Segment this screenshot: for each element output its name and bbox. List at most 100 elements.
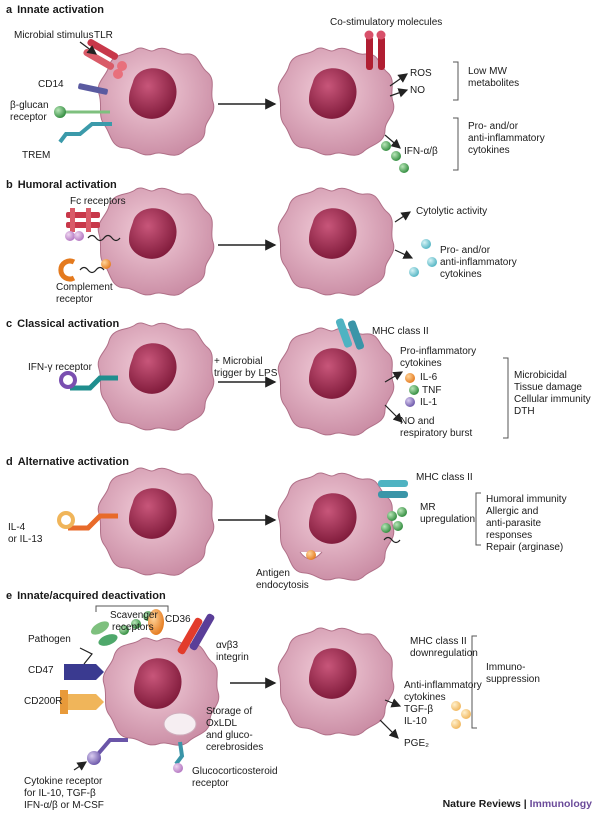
outcome-label: Tissue damage: [514, 382, 582, 393]
beta-glucan-label: β-glucan: [10, 100, 49, 111]
outcome-label: Cellular immunity: [514, 394, 591, 405]
costimulatory-molecules-icon: [364, 30, 386, 70]
fc-receptors-label: Fc receptors: [70, 196, 126, 207]
immunosuppression-label: Immuno-: [486, 662, 526, 673]
mhc-class-ii-icon: [378, 480, 408, 498]
cytokine-receptor-icon: [87, 738, 128, 765]
cytokine-arrow: [384, 371, 404, 383]
low-mw-label: metabolites: [468, 78, 520, 89]
storage-label: cerebrosides: [206, 742, 264, 753]
cytolytic-arrow: [394, 211, 411, 223]
outcome-label: Repair (arginase): [486, 542, 564, 553]
integrin-icon: [177, 613, 215, 655]
glucocorticoid-receptor-label: Glucocorticosteroid: [192, 766, 278, 777]
ifn-arrow: [384, 134, 401, 149]
il1-molecule-icon: [405, 397, 415, 407]
cytokines-label: anti-inflammatory: [468, 133, 545, 144]
outcome-label: Humoral immunity: [486, 494, 567, 505]
no-burst-label: respiratory burst: [400, 428, 473, 439]
integrin-label: αvβ3: [216, 640, 239, 651]
credit-separator: |: [520, 798, 530, 810]
storage-label: and gluco-: [206, 730, 253, 741]
anti-inflammatory-arrow: [384, 698, 402, 708]
ifn-molecules-icon: [381, 141, 409, 173]
costimulatory-label: Co-stimulatory molecules: [330, 17, 443, 28]
cytokine-arrow: [394, 249, 414, 259]
panel-letter: c: [6, 318, 13, 330]
mhc-class-ii-icon: [335, 318, 365, 350]
antigen-endocytosis-label: Antigen: [256, 568, 290, 579]
mhc-class-ii-label: MHC class II: [416, 472, 473, 483]
lps-trigger-label: trigger by LPS: [214, 368, 278, 379]
storage-vesicle-icon: [163, 712, 197, 736]
activated-macrophage-cell: [277, 327, 395, 436]
il1-label: IL-1: [420, 397, 438, 408]
cd200r-label: CD200R: [24, 696, 63, 707]
outcome-label: Microbicidal: [514, 370, 567, 381]
tgf-beta-label: TGF-β: [404, 704, 434, 715]
fc-receptors-icon: [65, 208, 121, 242]
panel-c-heading: c Classical activation: [6, 318, 119, 330]
il6-molecule-icon: [405, 373, 415, 383]
macrophage-cell: [102, 637, 220, 746]
complement-receptor-label: Complement: [56, 282, 113, 293]
scavenger-bracket: [95, 605, 169, 612]
mr-upregulation-label: MR: [420, 502, 436, 513]
tlr-label: TLR: [94, 30, 113, 41]
storage-label: OxLDL: [206, 718, 238, 729]
cytokines-label: cytokines: [440, 269, 482, 280]
scavenger-receptors-label: receptors: [112, 622, 154, 633]
cytokines-label: Pro- and/or: [440, 245, 491, 256]
no-burst-label: NO and: [400, 416, 435, 427]
panel-e-graphics: [60, 605, 477, 773]
tnf-label: TNF: [422, 385, 442, 396]
il4-label: IL-4: [8, 522, 26, 533]
journal-name: Nature Reviews: [442, 798, 521, 810]
cd200r-icon: [60, 690, 104, 714]
panel-title: Classical activation: [17, 318, 120, 330]
cytokine-receptor-arrow: [73, 761, 87, 771]
panel-letter: a: [6, 4, 13, 16]
cytokines-bracket: [453, 117, 459, 171]
cytokines-label: Pro- and/or: [468, 121, 519, 132]
il10-label: IL-10: [404, 716, 427, 727]
complement-receptor-icon: [58, 258, 111, 282]
panel-d-graphics: [57, 467, 481, 581]
no-arrow: [389, 88, 409, 98]
pro-inflammatory-label: cytokines: [400, 358, 442, 369]
no-burst-arrow: [384, 404, 403, 423]
cytokine-molecules-icon: [409, 239, 437, 277]
panel-letter: e: [6, 590, 13, 602]
pathogen-label: Pathogen: [28, 634, 71, 645]
activated-macrophage-cell: [277, 472, 395, 581]
panel-title: Humoral activation: [17, 179, 117, 191]
journal-credit: Nature Reviews | Immunology: [443, 798, 592, 810]
immunosuppression-bracket: [471, 635, 477, 729]
ros-label: ROS: [410, 68, 432, 79]
ifn-gamma-receptor-label: IFN-γ receptor: [28, 362, 92, 373]
macrophage-cell: [97, 47, 215, 156]
cytokine-receptor-label: Cytokine receptor: [24, 776, 103, 787]
il4-receptor-icon: [57, 511, 118, 531]
complement-receptor-label: receptor: [56, 294, 93, 305]
pge2-label: PGE₂: [404, 738, 429, 749]
immunosuppression-label: suppression: [486, 674, 540, 685]
lps-trigger-label: + Microbial: [214, 356, 263, 367]
low-mw-bracket: [453, 61, 459, 101]
outcome-label: responses: [486, 530, 533, 541]
cd14-icon: [78, 83, 108, 95]
mannose-receptor-icon: [381, 507, 407, 544]
cd14-label: CD14: [38, 79, 64, 90]
scavenger-receptors-label: Scavenger: [110, 610, 158, 621]
cd47-label: CD47: [28, 665, 54, 676]
trem-label: TREM: [22, 150, 51, 161]
glucocorticoid-receptor-icon: [173, 741, 185, 773]
macrophage-cell: [97, 467, 215, 576]
panel-c-graphics: [59, 318, 509, 439]
no-label: NO: [410, 85, 425, 96]
